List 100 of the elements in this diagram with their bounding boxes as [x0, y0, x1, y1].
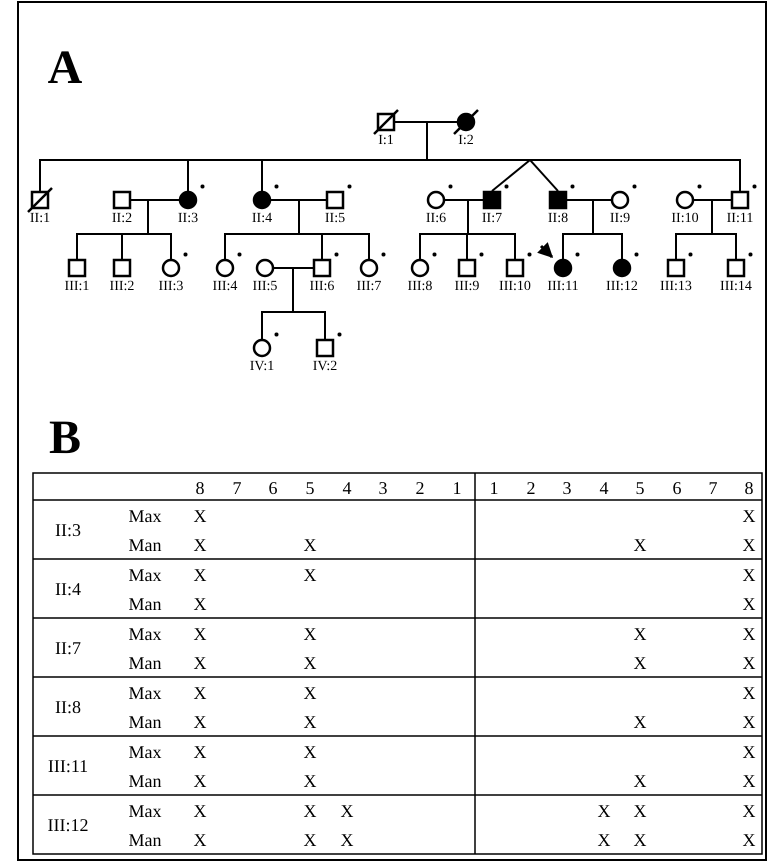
table-mark: X: [742, 772, 756, 790]
table-mark: X: [304, 566, 316, 584]
individual-label: III:13: [660, 280, 692, 294]
table-mark: X: [340, 831, 354, 850]
table-mark: X: [742, 742, 756, 761]
column-heading: 6: [268, 478, 278, 496]
individual-label: II:6: [426, 212, 446, 226]
table-mark: X: [194, 595, 206, 614]
table-mark: X: [598, 802, 610, 820]
table-mark: X: [742, 566, 756, 584]
table-mark: X: [304, 624, 316, 643]
row-subheading: Max: [128, 684, 162, 702]
individual-label: III:14: [720, 280, 752, 294]
row-subheading: Max: [128, 624, 162, 643]
table-mark: X: [742, 506, 756, 525]
table-mark: X: [194, 831, 206, 850]
table-mark: X: [634, 802, 646, 820]
individual-label: II:7: [482, 212, 502, 226]
row-heading: II:3: [55, 520, 81, 538]
column-heading: 4: [342, 478, 352, 496]
column-heading: 7: [232, 478, 242, 496]
individual-label: III:10: [499, 280, 531, 294]
table-mark: X: [194, 506, 206, 525]
pedigree-line: [76, 199, 180, 260]
table-mark: X: [194, 713, 206, 732]
row-subheading: Man: [128, 536, 162, 554]
individual-label: III:2: [110, 280, 134, 294]
table-mark: X: [194, 624, 206, 643]
column-heading: 5: [306, 478, 314, 496]
row-subheading: Man: [128, 595, 162, 614]
individual-label: II:10: [671, 212, 699, 226]
row-subheading: Max: [128, 566, 162, 584]
table-mark: X: [742, 595, 756, 614]
column-heading: 8: [196, 478, 204, 496]
individual-label: IV:2: [312, 360, 338, 374]
individual-label: I:2: [458, 134, 474, 148]
individual-label: III:7: [356, 280, 382, 294]
row-heading: II:4: [55, 580, 81, 598]
row-subheading: Max: [128, 506, 162, 525]
panel-letter: A: [48, 44, 82, 92]
table-mark: X: [194, 742, 206, 761]
individual-label: II:5: [324, 212, 346, 226]
table-mark: X: [194, 654, 206, 672]
individual-label: IV:1: [250, 360, 274, 374]
table-mark: X: [194, 772, 206, 790]
row-subheading: Man: [128, 831, 162, 850]
column-heading: 4: [600, 478, 608, 496]
table-mark: X: [742, 831, 756, 850]
table-mark: X: [304, 831, 316, 850]
table-mark: X: [340, 802, 354, 820]
table-mark: X: [304, 654, 316, 672]
table-mark: X: [742, 624, 756, 643]
individual-label: II:3: [178, 212, 198, 226]
table-mark: X: [742, 536, 756, 554]
table-mark: X: [194, 566, 206, 584]
table-mark: X: [194, 802, 206, 820]
pedigree-line: [224, 199, 370, 260]
row-heading: III:11: [48, 756, 88, 774]
individual-label: I:1: [378, 134, 394, 148]
table-mark: X: [598, 831, 610, 850]
table-mark: X: [304, 713, 316, 732]
column-heading: 3: [562, 478, 572, 496]
table-mark: X: [634, 831, 646, 850]
column-heading: 2: [416, 478, 424, 496]
individual-label: III:5: [252, 280, 278, 294]
row-subheading: Man: [128, 654, 162, 672]
column-heading: 6: [672, 478, 682, 496]
table-mark: X: [742, 684, 756, 702]
column-heading: 3: [378, 478, 388, 496]
table-mark: X: [742, 713, 756, 732]
table-mark: X: [304, 742, 316, 761]
pedigree-line: [675, 199, 737, 260]
table-mark: X: [304, 684, 316, 702]
pedigree-line: [562, 199, 623, 260]
individual-label: III:4: [212, 280, 238, 294]
pedigree-line: [39, 121, 741, 192]
table-mark: X: [742, 802, 756, 820]
row-heading: III:12: [48, 816, 88, 834]
pedigree-line: [261, 267, 326, 340]
individual-label: II:8: [548, 212, 568, 226]
table-mark: X: [742, 654, 756, 672]
column-heading: 7: [708, 478, 718, 496]
individual-label: III:1: [64, 280, 90, 294]
row-subheading: Max: [128, 802, 162, 820]
individual-label: III:3: [158, 280, 184, 294]
column-heading: 2: [526, 478, 536, 496]
table-mark: X: [194, 684, 206, 702]
row-heading: II:8: [55, 698, 81, 716]
table-mark: X: [304, 772, 316, 790]
individual-label: II:11: [726, 212, 754, 226]
table-mark: X: [194, 536, 206, 554]
table-mark: X: [634, 536, 646, 554]
row-subheading: Man: [128, 713, 162, 732]
individual-label: III:11: [547, 280, 579, 294]
row-subheading: Man: [128, 772, 162, 790]
table-mark: X: [304, 802, 316, 820]
pedigree-line: [419, 199, 516, 260]
individual-label: III:6: [310, 280, 334, 294]
individual-label: II:9: [610, 212, 630, 226]
proband-arrow: [537, 242, 554, 258]
